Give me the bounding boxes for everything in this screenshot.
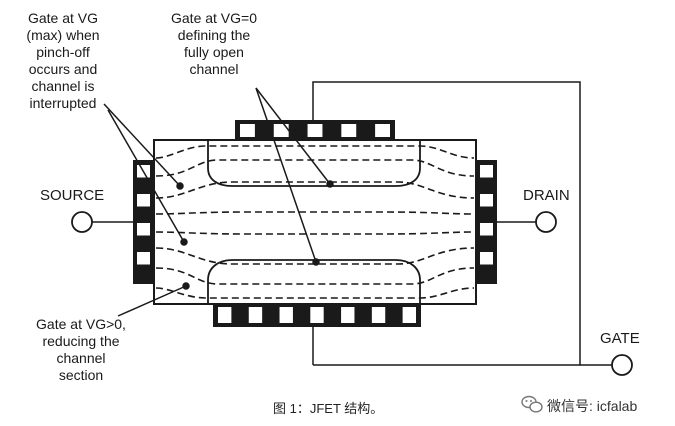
drain-label: DRAIN	[523, 187, 570, 204]
callout-open-channel: Gate at VG=0 defining the fully open cha…	[154, 10, 274, 78]
boundary-bottom-inner	[155, 247, 475, 265]
callout-leaders	[103, 87, 334, 317]
depletion-top	[207, 141, 421, 187]
callout-line: Gate at VG>0,	[36, 316, 126, 332]
gate-contact-top	[235, 120, 395, 141]
gate-wire-top	[312, 81, 612, 366]
callout-line: defining the	[177, 27, 251, 43]
boundary-center-top	[155, 211, 475, 215]
boundary-top-inner	[155, 181, 475, 199]
callout-line: occurs and	[28, 61, 98, 77]
callout-line: interrupted	[29, 95, 97, 111]
source-contact	[133, 160, 154, 284]
callout-line: channel is	[31, 78, 95, 94]
wechat-logo-icon	[521, 395, 543, 413]
gate-label: GATE	[600, 330, 640, 347]
boundary-top-mid	[155, 159, 475, 177]
source-terminal	[71, 211, 93, 233]
drain-terminal	[535, 211, 557, 233]
callout-line: fully open	[184, 44, 244, 60]
watermark-text: 微信号: icfalab	[547, 398, 638, 414]
callout-line: Gate at VG=0	[171, 10, 257, 26]
gate-terminal	[611, 354, 633, 376]
gate-contact-bottom	[213, 303, 421, 327]
figure-caption: 图 1：JFET 结构。	[273, 401, 384, 416]
callout-line: channel	[56, 350, 106, 366]
drain-contact	[476, 160, 497, 284]
boundary-top-outer	[155, 145, 475, 159]
boundary-bottom-outer	[155, 287, 475, 299]
callout-line: Gate at VG	[27, 10, 99, 26]
callout-line: reducing the	[42, 333, 120, 349]
boundary-bottom-mid	[155, 267, 475, 285]
source-label: SOURCE	[40, 187, 105, 204]
callout-line: (max) when	[26, 27, 100, 43]
callout-line: section	[58, 367, 104, 383]
callout-line: pinch-off	[36, 44, 90, 60]
callout-pinchoff: Gate at VG (max) when pinch-off occurs a…	[18, 10, 108, 112]
callout-reducing: Gate at VG>0, reducing the channel secti…	[28, 316, 134, 384]
callout-line: channel	[189, 61, 239, 77]
